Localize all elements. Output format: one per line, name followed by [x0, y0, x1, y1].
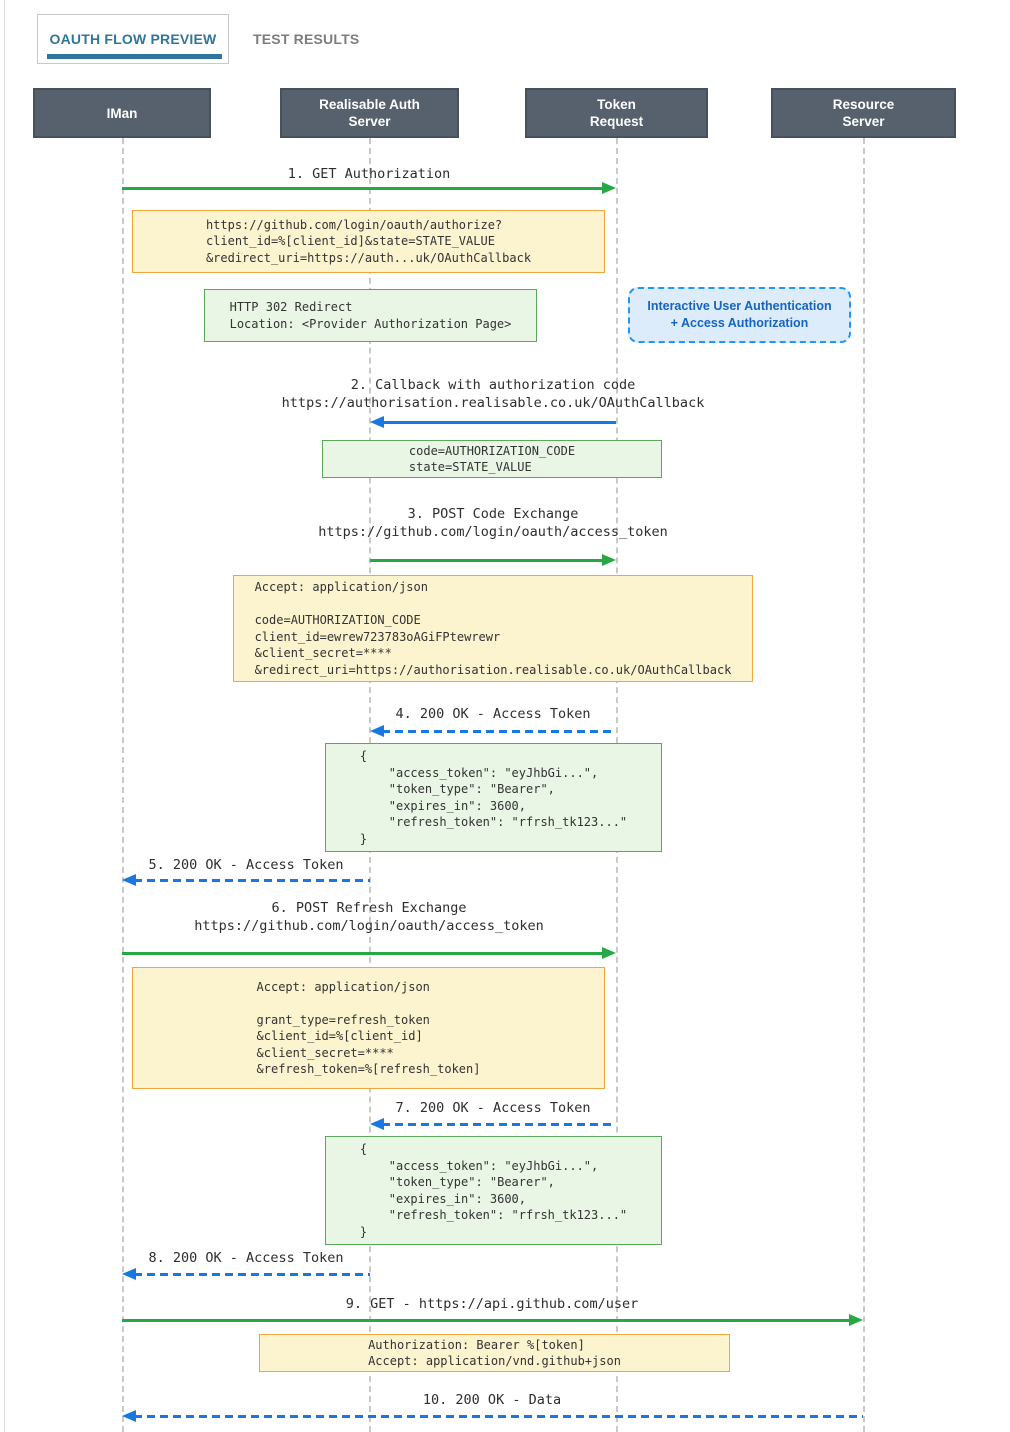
msg-8-arrowhead-icon — [122, 1268, 136, 1280]
tab-test-results[interactable]: TEST RESULTS — [253, 14, 359, 64]
msg-9-arrow-line — [122, 1319, 851, 1322]
note-authorize-request-url: https://github.com/login/oauth/authorize… — [132, 210, 605, 273]
actor-iman: IMan — [33, 88, 211, 138]
actor-auth-server: Realisable Auth Server — [280, 88, 459, 138]
msg-8-arrow-line — [134, 1273, 370, 1276]
msg-8-label: 8. 200 OK - Access Token — [148, 1250, 344, 1266]
tab-oauth-flow-preview[interactable]: OAUTH FLOW PREVIEW — [37, 14, 229, 64]
msg-10-arrow-line — [134, 1415, 863, 1418]
msg-10-arrowhead-icon — [122, 1410, 136, 1422]
msg-7-arrow-line — [382, 1123, 616, 1126]
msg-5-arrowhead-icon — [122, 874, 136, 886]
msg-7-arrowhead-icon — [370, 1118, 384, 1130]
msg-6-label: 6. POST Refresh Exchange https://github.… — [194, 900, 544, 934]
note-authorization-code: code=AUTHORIZATION_CODE state=STATE_VALU… — [322, 440, 662, 478]
lifeline-resource-server — [863, 138, 865, 1432]
msg-1-label: 1. GET Authorization — [287, 166, 451, 182]
msg-2-arrow-line — [382, 421, 616, 424]
tab-test-results-label: TEST RESULTS — [253, 31, 360, 47]
msg-7-label: 7. 200 OK - Access Token — [395, 1100, 591, 1116]
note-api-request-headers: Authorization: Bearer %[token] Accept: a… — [259, 1334, 730, 1372]
msg-9-label: 9. GET - https://api.github.com/user — [345, 1296, 639, 1312]
msg-3-label: 3. POST Code Exchange https://github.com… — [318, 506, 668, 540]
msg-1-arrowhead-icon — [602, 182, 616, 194]
msg-4-label: 4. 200 OK - Access Token — [395, 706, 591, 722]
msg-4-arrow-line — [382, 730, 616, 733]
note-http-302-redirect: HTTP 302 Redirect Location: <Provider Au… — [204, 289, 537, 342]
lifeline-iman — [122, 138, 124, 1432]
msg-9-arrowhead-icon — [849, 1314, 863, 1326]
note-code-exchange-body: Accept: application/json code=AUTHORIZAT… — [233, 575, 753, 682]
msg-6-arrowhead-icon — [602, 947, 616, 959]
msg-5-arrow-line — [134, 879, 370, 882]
page-edge-line — [4, 0, 5, 1432]
msg-10-label: 10. 200 OK - Data — [422, 1392, 562, 1408]
msg-6-arrow-line — [122, 952, 604, 955]
msg-2-label: 2. Callback with authorization code http… — [281, 377, 705, 411]
note-access-token-json: { "access_token": "eyJhbGi...", "token_t… — [325, 743, 662, 852]
msg-5-label: 5. 200 OK - Access Token — [148, 857, 344, 873]
note-refresh-exchange-body: Accept: application/json grant_type=refr… — [132, 967, 605, 1089]
msg-1-arrow-line — [122, 187, 604, 190]
msg-2-arrowhead-icon — [370, 416, 384, 428]
msg-4-arrowhead-icon — [370, 725, 384, 737]
actor-token-request: Token Request — [525, 88, 708, 138]
tab-oauth-flow-preview-label: OAUTH FLOW PREVIEW — [49, 31, 217, 47]
note-refresh-token-json: { "access_token": "eyJhbGi...", "token_t… — [325, 1136, 662, 1245]
msg-3-arrowhead-icon — [602, 554, 616, 566]
note-interactive-user-auth: Interactive User Authentication + Access… — [628, 287, 851, 343]
actor-resource-server: Resource Server — [771, 88, 956, 138]
tab-active-underline — [47, 54, 222, 59]
msg-3-arrow-line — [370, 559, 604, 562]
